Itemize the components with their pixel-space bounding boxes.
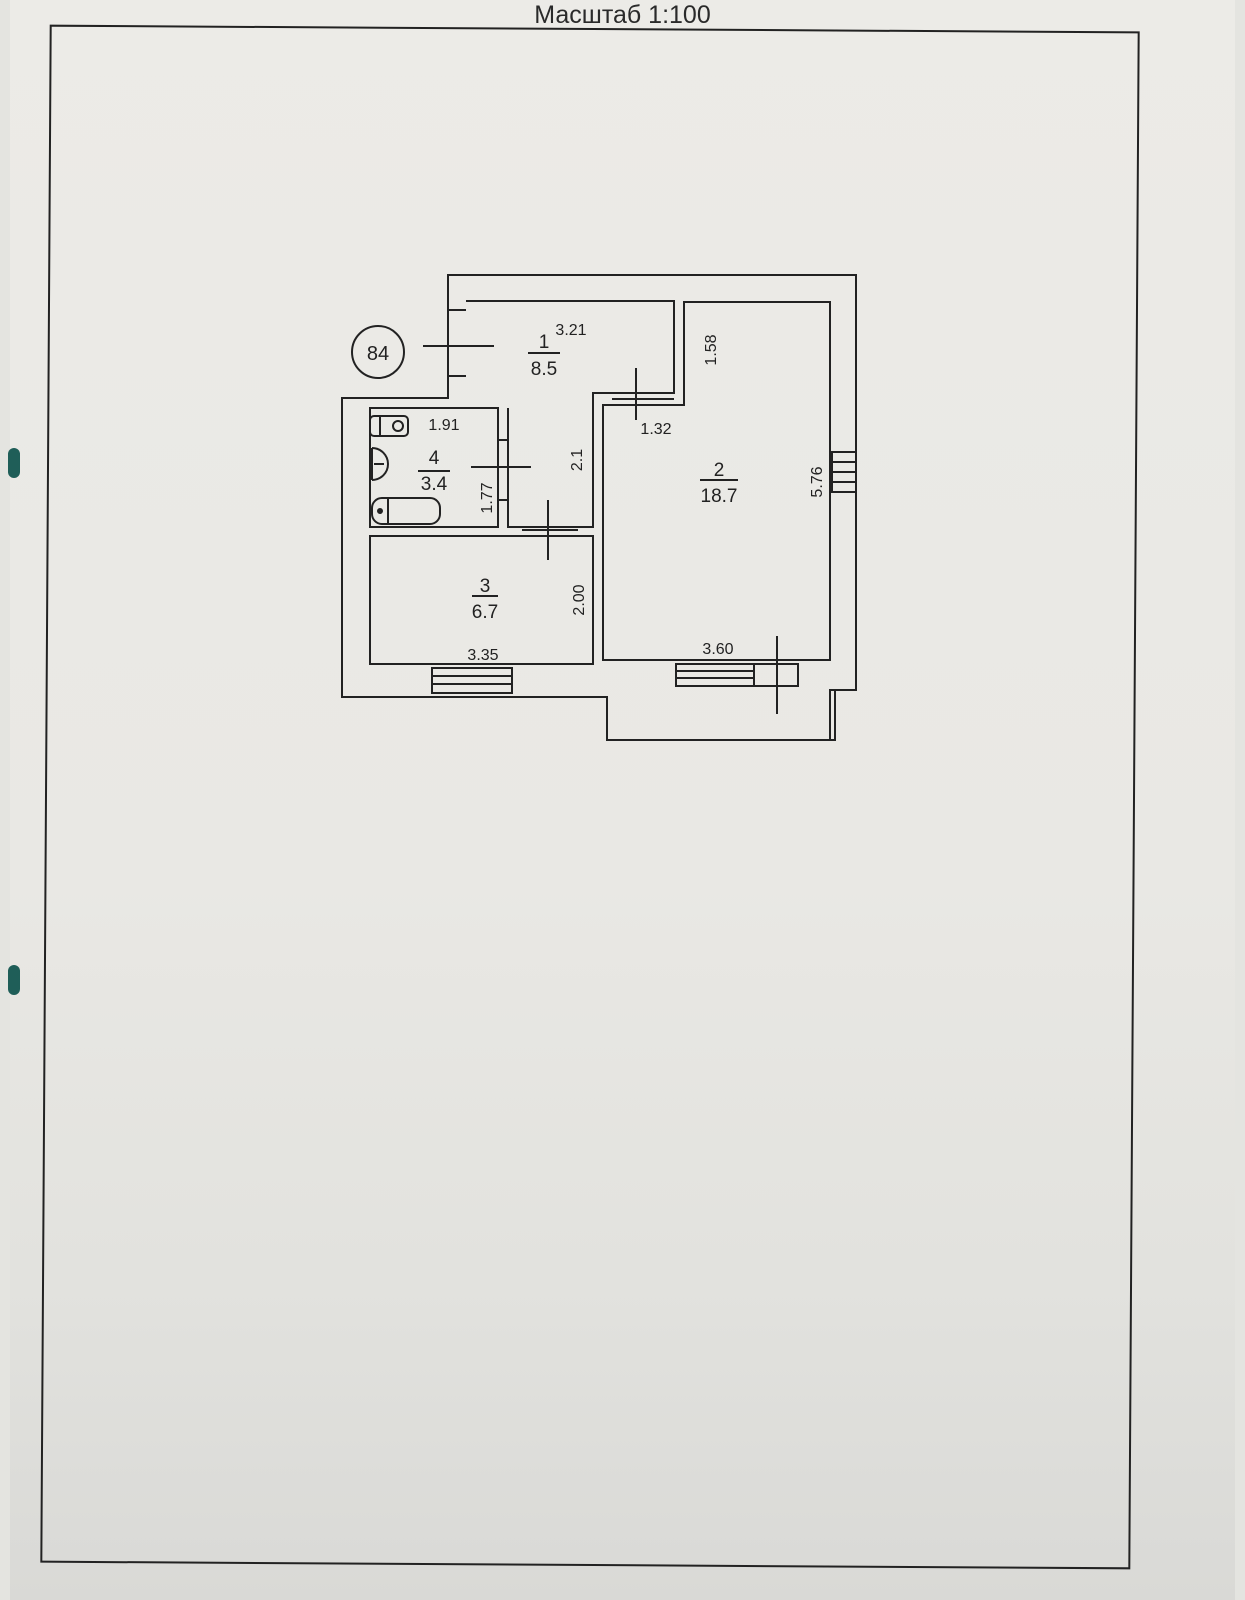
dimension-label: 5.76 bbox=[809, 466, 826, 497]
room-4-number: 4 bbox=[429, 448, 440, 469]
room-2-area: 18.7 bbox=[701, 486, 738, 507]
room-3-number: 3 bbox=[480, 576, 491, 597]
apartment-number-circle bbox=[351, 325, 405, 379]
room-4-area: 3.4 bbox=[421, 474, 448, 495]
dimension-label: 2.1 bbox=[569, 449, 586, 471]
room-2-outline bbox=[602, 301, 831, 661]
dimension-label: 3.35 bbox=[467, 647, 498, 664]
room-1-outline bbox=[466, 300, 675, 528]
window-room-2 bbox=[675, 663, 755, 687]
apartment-number: 84 bbox=[367, 343, 389, 365]
outer-wall bbox=[341, 274, 857, 741]
dimension-label: 3.21 bbox=[555, 322, 586, 339]
dimension-label: 1.77 bbox=[479, 482, 496, 513]
dimension-label: 1.58 bbox=[703, 334, 720, 365]
paper-sheet bbox=[10, 0, 1235, 1600]
dimension-label: 1.91 bbox=[428, 417, 459, 434]
room-3-area: 6.7 bbox=[472, 602, 498, 623]
binder-hole-marker bbox=[8, 448, 20, 478]
toilet-icon bbox=[371, 447, 389, 481]
dimension-label: 1.32 bbox=[640, 421, 671, 438]
dimension-label: 3.60 bbox=[702, 641, 733, 658]
room-4-outline bbox=[369, 407, 499, 528]
room-2-number: 2 bbox=[714, 460, 725, 481]
room-3-outline bbox=[369, 535, 594, 665]
scale-label: Масштаб 1:100 bbox=[534, 1, 711, 29]
room-1-number: 1 bbox=[539, 332, 550, 353]
dimension-label: 2.00 bbox=[571, 584, 588, 615]
bathtub-icon bbox=[371, 497, 441, 525]
window-room-3 bbox=[431, 667, 513, 694]
balcony-outline bbox=[606, 690, 836, 741]
room-1-area: 8.5 bbox=[531, 359, 557, 380]
binder-hole-marker bbox=[8, 965, 20, 995]
sink-icon bbox=[369, 415, 409, 437]
